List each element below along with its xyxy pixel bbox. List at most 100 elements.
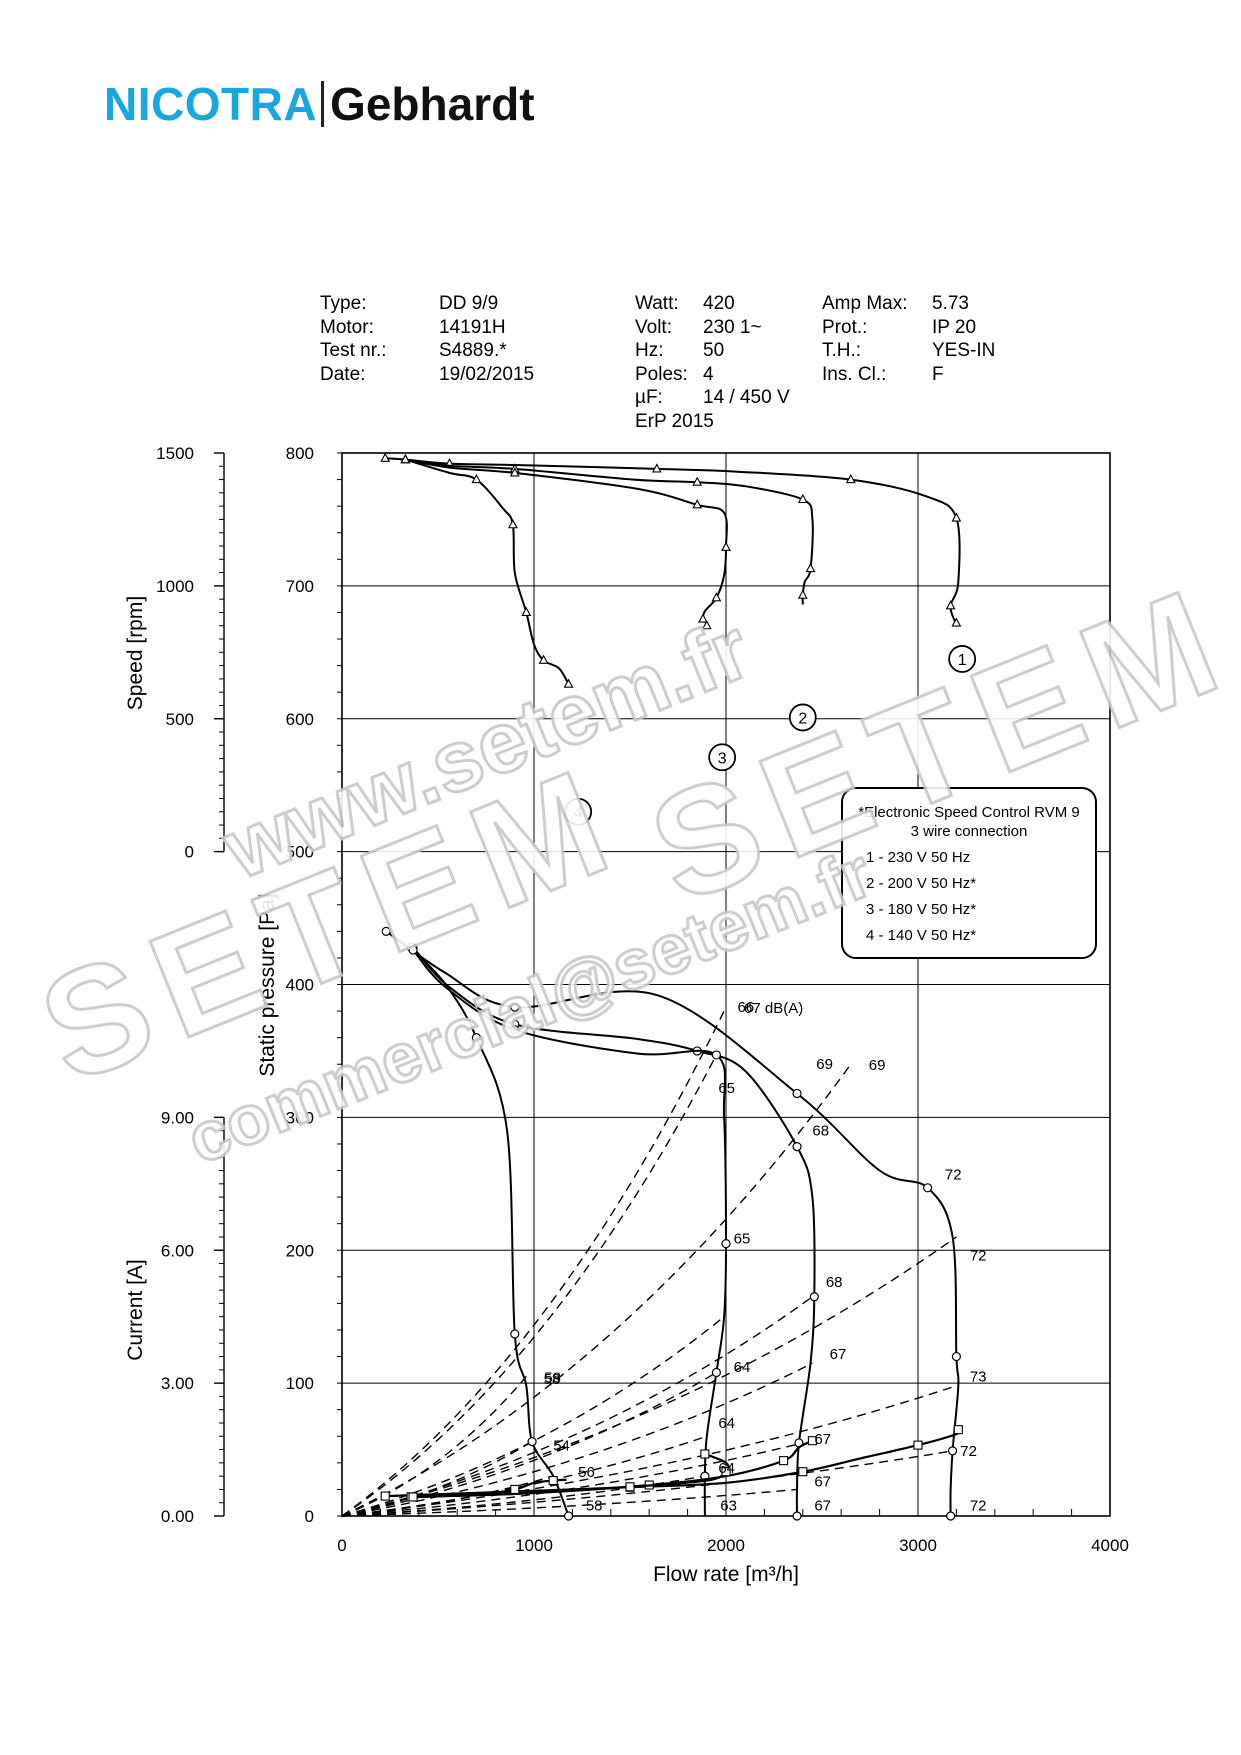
legend-title: *Electronic Speed Control RVM 9	[858, 804, 1080, 821]
spec-label: Motor:	[320, 316, 374, 338]
speed-point	[692, 499, 703, 509]
speed-point	[951, 512, 962, 522]
iso-noise-label: 69	[869, 1057, 886, 1074]
pressure-point	[951, 1351, 962, 1362]
speed-point	[692, 476, 703, 486]
spec-value: 50	[703, 340, 725, 361]
noise-label: 66	[738, 999, 755, 1016]
noise-label: 64	[718, 1460, 735, 1477]
iso-noise-line	[341, 1488, 798, 1517]
pressure-point	[510, 1329, 520, 1339]
noise-label: 68	[826, 1274, 843, 1291]
curve-marker-label-4: 4	[574, 805, 583, 822]
spec-value: 5.73	[932, 293, 969, 314]
pressure-curve-4	[412, 949, 570, 1517]
curve-marker-label-3: 3	[718, 750, 727, 767]
speed-point	[521, 606, 532, 616]
noise-label: 65	[734, 1230, 751, 1247]
spec-value: 230 1~	[703, 316, 762, 338]
spec-value: 4	[703, 363, 714, 385]
curves	[380, 452, 963, 1521]
pressure-point	[721, 1239, 731, 1249]
current-point	[548, 1476, 558, 1486]
legend: *Electronic Speed Control RVM 9 3 wire c…	[841, 787, 1097, 959]
iso-noise-line	[341, 1385, 957, 1517]
spec-col2-labels: Watt: Volt: Hz: Poles: µF: ErP 2015	[635, 292, 714, 433]
iso-noise-line	[341, 1442, 803, 1517]
current-tick-label: 3.00	[161, 1374, 194, 1393]
current-point	[625, 1482, 635, 1492]
current-point	[408, 1492, 418, 1502]
spec-col2-values: 420 230 1~ 50 4 14 / 450 V	[703, 292, 790, 410]
speed-point	[711, 592, 722, 602]
pressure-tick-label: 700	[286, 577, 314, 596]
speed-point	[951, 617, 962, 627]
pressure-point	[381, 926, 391, 936]
iso-noise-line	[341, 1475, 554, 1517]
pressure-point	[792, 1142, 802, 1152]
spec-value: DD 9/9	[439, 293, 499, 314]
spec-label: Watt:	[635, 293, 679, 314]
x-tick-label: 0	[337, 1536, 346, 1555]
pressure-point	[947, 1446, 958, 1456]
noise-label: 54	[553, 1438, 570, 1455]
pressure-tick-label: 600	[286, 710, 314, 729]
noise-label: 65	[718, 1080, 735, 1097]
speed-curve-1	[385, 457, 961, 624]
current-point	[380, 1491, 390, 1501]
spec-label: Type:	[320, 293, 367, 314]
pressure-point	[527, 1436, 537, 1447]
iso-noise-line	[341, 1316, 725, 1517]
current-point	[721, 1467, 731, 1477]
noise-label: 67	[830, 1346, 847, 1363]
spec-col3-labels: Amp Max: Prot.: T.H.: Ins. Cl.:	[822, 292, 908, 386]
pressure-point	[922, 1183, 933, 1193]
spec-label: Date:	[320, 363, 366, 385]
speed-point	[845, 473, 856, 484]
pressure-point	[809, 1292, 819, 1302]
spec-label: Poles:	[635, 363, 688, 385]
noise-label: 67	[814, 1473, 831, 1490]
speed-tick-label: 500	[166, 710, 194, 729]
current-point	[700, 1449, 710, 1459]
legend-box	[841, 787, 1097, 959]
speed-point	[471, 473, 482, 484]
logo-separator	[321, 81, 325, 127]
x-tick-label: 1000	[515, 1536, 553, 1555]
current-tick-label: 6.00	[161, 1241, 194, 1260]
speed-point	[945, 600, 956, 610]
curve-marker-2	[788, 703, 817, 732]
noise-label: 63	[720, 1497, 737, 1514]
spec-value: 420	[703, 293, 735, 314]
pressure-tick-label: 100	[286, 1374, 314, 1393]
noise-label: 67	[814, 1431, 831, 1448]
pressure-point	[563, 1511, 574, 1521]
grid	[337, 452, 1111, 1517]
noise-label: 72	[960, 1443, 977, 1460]
noise-label: 58	[544, 1371, 561, 1388]
spec-label: Volt:	[635, 316, 672, 338]
spec-label: Ins. Cl.:	[822, 363, 887, 385]
speed-point	[380, 452, 391, 462]
noise-label: 72	[970, 1248, 987, 1265]
spec-value: IP 20	[932, 316, 977, 338]
noise-label: 64	[718, 1415, 735, 1432]
curve-marker-4	[564, 797, 593, 826]
pressure-point	[408, 945, 418, 955]
spec-col1-labels: Type: Motor: Test nr.: Date:	[320, 292, 387, 386]
spec-col3-values: 5.73 IP 20 YES-IN F	[932, 292, 995, 386]
current-point	[807, 1436, 817, 1446]
spec-value: F	[932, 363, 944, 385]
current-axis-label: Current [A]	[124, 1259, 147, 1361]
speed-axis-label: Speed [rpm]	[124, 596, 147, 710]
x-axis-label: Flow rate [m³/h]	[653, 1563, 799, 1586]
iso-noise-line	[341, 1006, 727, 1517]
legend-item-3: 3 - 180 V 50 Hz*	[866, 901, 976, 918]
current-curve-3	[411, 1452, 730, 1499]
noise-label: 69	[816, 1056, 833, 1073]
x-tick-label: 2000	[707, 1536, 745, 1555]
speed-point	[651, 463, 662, 473]
speed-curve-4	[405, 458, 570, 685]
